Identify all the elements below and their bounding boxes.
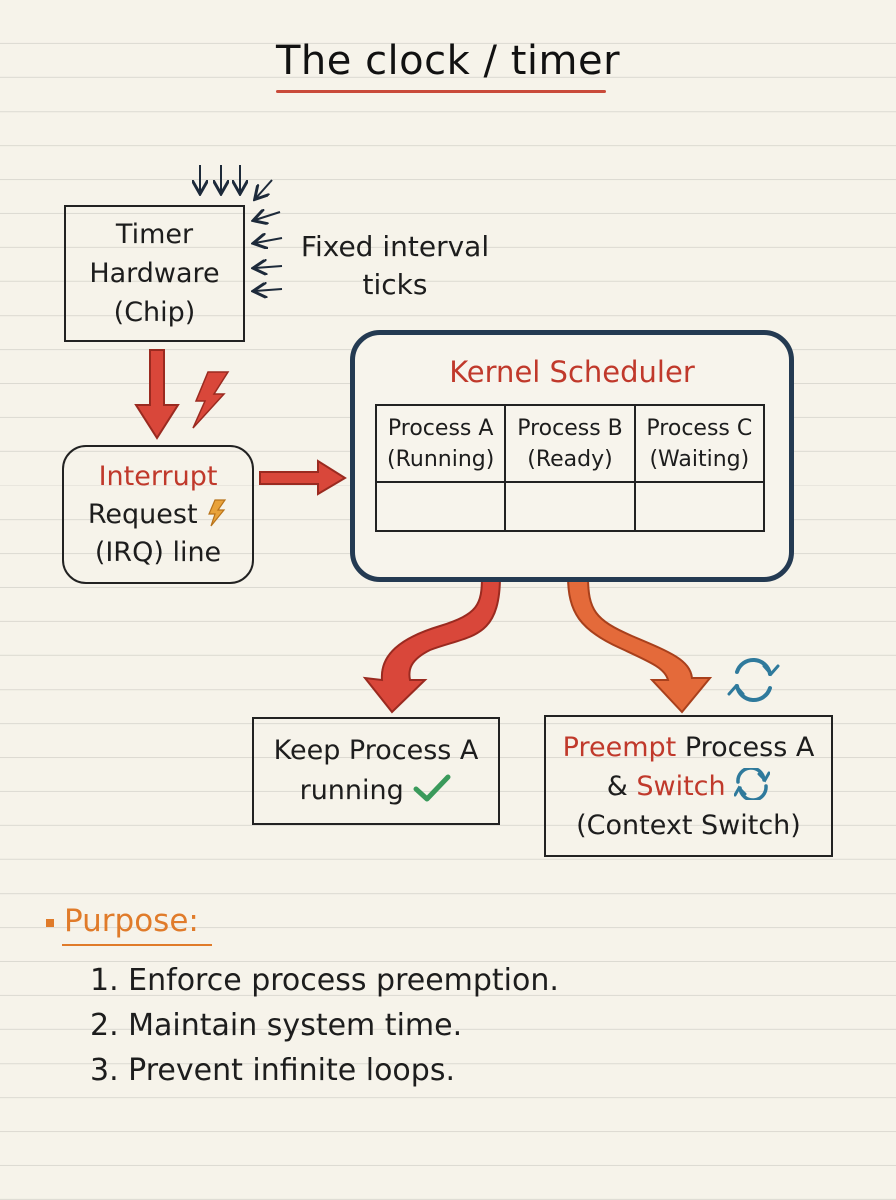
list-item: 1. Enforce process preemption.: [90, 963, 559, 998]
cycle-icon: [733, 765, 771, 802]
scheduler-to-preempt-arrow: [566, 575, 713, 714]
process-name: Process C: [646, 415, 753, 441]
process-name: Process B: [517, 415, 623, 441]
amp-text: &: [606, 770, 637, 802]
preempt-line1: Preempt Process A: [563, 728, 815, 767]
table-row: Process A (Running) Process B (Ready) Pr…: [374, 404, 766, 483]
cycle-icon: [727, 657, 780, 703]
scheduler-to-keep-arrow: [362, 575, 502, 714]
tick-arrows-top: [200, 165, 273, 198]
tick-arrow-icon: [256, 179, 273, 198]
purpose-heading: Purpose:: [46, 903, 199, 939]
process-cell-a: Process A (Running): [374, 404, 507, 483]
title-underline: [276, 90, 606, 93]
list-item: 3. Prevent infinite loops.: [90, 1053, 455, 1088]
scheduler-title: Kernel Scheduler: [449, 355, 695, 389]
tick-arrow-icon: [255, 289, 283, 291]
tick-arrow-icon: [255, 238, 283, 243]
table-row: [374, 481, 766, 532]
purpose-underline: [62, 944, 212, 946]
lightning-icon: [208, 498, 227, 526]
empty-cell: [504, 481, 636, 532]
timer-line3: (Chip): [113, 297, 196, 328]
kernel-scheduler-box: Kernel Scheduler Process A (Running) Pro…: [350, 330, 794, 582]
check-icon: [413, 774, 451, 802]
timer-hardware-box: Timer Hardware (Chip): [64, 205, 245, 342]
irq-line3: (IRQ) line: [94, 536, 222, 568]
preempt-line2: & Switch: [606, 765, 771, 806]
keep-line2-wrap: running: [300, 771, 453, 811]
ticks-label: Fixed interval ticks: [300, 228, 490, 304]
keep-line2: running: [299, 775, 404, 806]
irq-line2: Request: [87, 498, 198, 530]
purpose-list: 1. Enforce process preemption. 2. Mainta…: [90, 958, 559, 1093]
purpose-bullet: [46, 918, 54, 927]
process-state: (Running): [387, 446, 495, 472]
empty-cell: [374, 481, 507, 532]
tick-arrow-icon: [255, 212, 281, 220]
keep-line1: Keep Process A: [273, 735, 479, 766]
purpose-heading-text: Purpose:: [64, 903, 199, 939]
preempt-line1-rest: Process A: [676, 731, 815, 763]
timer-to-irq-arrow: [134, 349, 180, 440]
keep-running-box: Keep Process A running: [252, 717, 500, 825]
empty-cell: [633, 481, 766, 532]
tick-arrows-side: [255, 212, 283, 291]
switch-word: Switch: [636, 770, 726, 802]
tick-arrow-icon: [255, 266, 283, 268]
ticks-label-line1: Fixed interval: [300, 230, 490, 263]
ticks-label-line2: ticks: [362, 268, 428, 301]
timer-line2: Hardware: [89, 258, 220, 289]
preempt-switch-box: Preempt Process A & Switch (Context Swit…: [544, 715, 833, 857]
preempt-word: Preempt: [562, 731, 677, 763]
page-title: The clock / timer: [275, 38, 621, 84]
list-item: 2. Maintain system time.: [90, 1008, 463, 1043]
irq-box: Interrupt Request (IRQ) line: [62, 445, 254, 584]
lightning-icon: [192, 371, 230, 429]
process-cell-c: Process C (Waiting): [633, 404, 766, 483]
process-cell-b: Process B (Ready): [504, 404, 636, 483]
process-state: (Waiting): [649, 446, 750, 472]
process-table: Process A (Running) Process B (Ready) Pr…: [374, 404, 766, 532]
preempt-line3: (Context Switch): [576, 809, 801, 841]
irq-to-scheduler-arrow: [259, 459, 347, 496]
process-name: Process A: [387, 415, 494, 441]
process-state: (Ready): [527, 446, 613, 472]
irq-line2-wrap: Request: [88, 496, 228, 534]
timer-line1: Timer: [115, 219, 194, 250]
irq-line1: Interrupt: [98, 460, 218, 492]
